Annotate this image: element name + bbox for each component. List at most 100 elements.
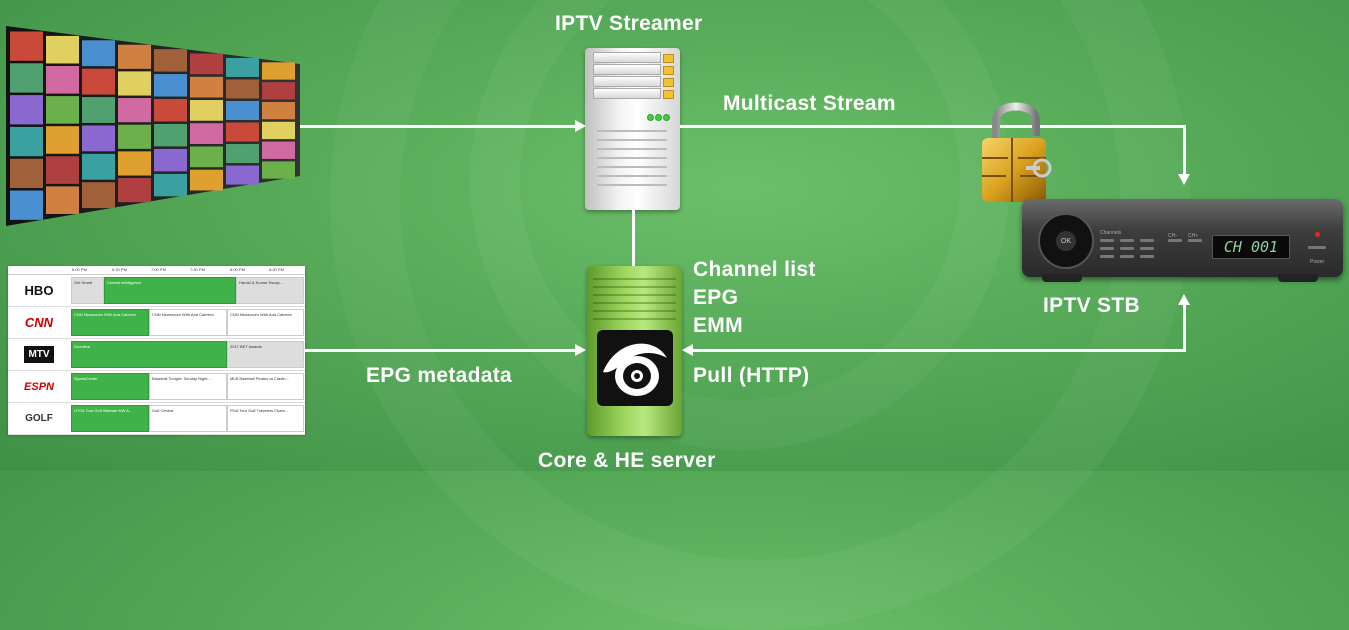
video-tile	[82, 40, 115, 67]
video-tile	[262, 161, 295, 179]
epg-program: 2017 BET Awards	[227, 341, 304, 368]
video-tile	[262, 82, 295, 100]
pull-http-label: Pull (HTTP)	[693, 364, 810, 387]
power-led	[1315, 232, 1320, 237]
epg-time: 7:00 PM	[151, 267, 166, 272]
video-tile	[46, 96, 79, 124]
channels-label: Channels	[1100, 230, 1122, 236]
epg-program: Harold & Kumar Escap...	[236, 277, 304, 304]
video-tile	[118, 151, 151, 176]
video-tile	[46, 65, 79, 94]
epg-row: HBO Get Smart Central Intelligence Harol…	[8, 275, 305, 307]
streamer-label: IPTV Streamer	[555, 12, 703, 35]
stb-label: IPTV STB	[1043, 294, 1140, 317]
epg-program: CNN Newsroom With Ana Cabrera	[149, 309, 227, 336]
video-tile	[226, 100, 259, 121]
epg-time: 8:00 PM	[230, 267, 245, 272]
channel-logo-mtv: MTV	[8, 339, 70, 370]
mtv-logo-text: MTV	[24, 346, 54, 363]
arrow-right-icon	[575, 344, 586, 356]
arrow-right-icon	[575, 120, 586, 132]
epg-program: LPGA Tour Golf Walmart NW A...	[71, 405, 149, 432]
epg-program: MLB Baseball Pirates at Cardin...	[227, 373, 304, 400]
channel-list-label: Channel list	[693, 258, 816, 281]
navigation-pad: OK	[1038, 213, 1094, 269]
video-tile	[190, 53, 223, 75]
video-tile	[226, 165, 259, 185]
connector-wall-to-streamer	[300, 125, 576, 128]
status-led	[663, 114, 670, 121]
epg-program: Central Intelligence	[104, 277, 236, 304]
status-led	[655, 114, 662, 121]
multicast-stream-label: Multicast Stream	[723, 92, 896, 115]
core-he-server	[587, 266, 682, 436]
video-tile	[262, 121, 295, 140]
video-tile	[262, 101, 295, 120]
iptv-streamer-server	[585, 48, 680, 210]
connector-streamer-to-stb-vertical	[1183, 125, 1186, 175]
video-tile	[46, 126, 79, 154]
video-tile	[118, 178, 151, 203]
video-tile	[10, 190, 43, 220]
video-tile	[190, 146, 223, 168]
video-tile	[10, 95, 43, 125]
stb-foot	[1278, 274, 1318, 282]
epg-time: 6:30 PM	[112, 267, 127, 272]
stb-foot	[1042, 274, 1082, 282]
video-tile	[82, 153, 115, 180]
epg-program: SportsCenter	[71, 373, 149, 400]
drive-bay	[593, 64, 674, 75]
video-tile	[10, 63, 43, 93]
video-tile	[118, 124, 151, 149]
connector-stb-to-core-vertical	[1183, 304, 1186, 352]
video-tile	[226, 144, 259, 164]
iptv-set-top-box: OK Channels CH- CH+ CH 001 Power	[1022, 199, 1343, 277]
channel-display: CH 001	[1212, 235, 1290, 259]
video-tile	[82, 125, 115, 152]
epg-program: PGA Tour Golf Travelers Cham...	[227, 405, 304, 432]
connector-stb-to-core	[692, 349, 1186, 352]
video-tile	[10, 31, 43, 61]
video-tile	[154, 99, 187, 122]
emm-label: EMM	[693, 314, 743, 337]
padlock-icon	[982, 102, 1052, 202]
video-tile	[82, 182, 115, 209]
video-tile	[154, 148, 187, 172]
video-tile	[46, 35, 79, 64]
video-tile	[82, 68, 115, 95]
video-tile	[118, 44, 151, 69]
ch-plus-label: CH+	[1188, 233, 1199, 239]
epg-program: Drumline	[71, 341, 227, 368]
ch-minus-label: CH-	[1168, 233, 1177, 239]
video-tile	[10, 158, 43, 189]
epg-row: CNN CNN Newsroom With Ana Cabrera CNN Ne…	[8, 307, 305, 339]
video-tile	[154, 74, 187, 97]
status-led	[647, 114, 654, 121]
video-tile	[226, 57, 259, 77]
drive-bay	[593, 76, 674, 87]
video-wall-image	[6, 26, 300, 226]
channel-logo-golf: GOLF	[25, 413, 53, 424]
video-tile	[118, 98, 151, 123]
connector-streamer-to-core	[632, 210, 635, 266]
epg-label: EPG	[693, 286, 739, 309]
arrow-left-icon	[682, 344, 693, 356]
video-tile	[46, 156, 79, 184]
epg-time: 6:00 PM	[72, 267, 87, 272]
eye-logo-icon	[597, 330, 673, 406]
epg-row: GOLF LPGA Tour Golf Walmart NW A... Golf…	[8, 403, 305, 435]
epg-row: MTV Drumline 2017 BET Awards	[8, 339, 305, 371]
epg-program: CNN Newsroom With Ana Cabrera	[227, 309, 304, 336]
epg-metadata-label: EPG metadata	[366, 364, 512, 387]
channel-logo-cnn: CNN	[24, 315, 54, 330]
arrow-up-icon	[1178, 294, 1190, 305]
video-tile	[46, 186, 79, 214]
video-tile	[154, 173, 187, 197]
epg-row: ESPN SportsCenter Baseball Tonight: Sund…	[8, 371, 305, 403]
ok-button: OK	[1056, 231, 1076, 251]
channel-logo-espn: ESPN	[24, 380, 54, 393]
epg-time: 7:30 PM	[190, 267, 205, 272]
video-tile	[154, 123, 187, 147]
video-tile	[82, 97, 115, 123]
drive-bay	[593, 88, 674, 99]
